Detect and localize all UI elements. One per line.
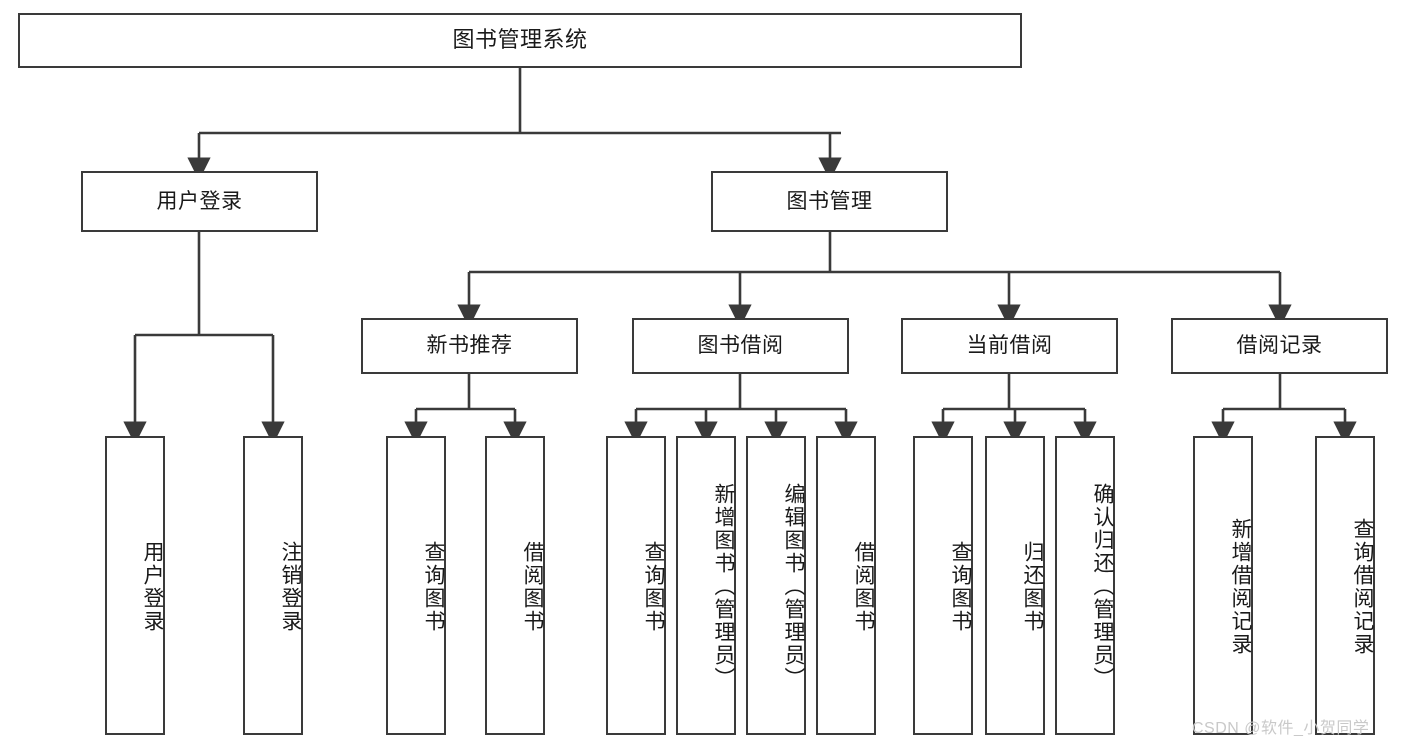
node-leaf-query-record[interactable]: 查询借阅记录 bbox=[1315, 436, 1375, 735]
node-leaf-query-book-3-label: 查询图书 bbox=[949, 540, 972, 633]
node-leaf-edit-book-label: 编辑图书（管理员） bbox=[782, 483, 805, 690]
node-leaf-return-book[interactable]: 归还图书 bbox=[985, 436, 1045, 735]
node-leaf-borrow-book-1[interactable]: 借阅图书 bbox=[485, 436, 545, 735]
node-leaf-edit-book[interactable]: 编辑图书（管理员） bbox=[746, 436, 806, 735]
csdn-watermark: CSDN @软件_小贺同学 bbox=[1192, 720, 1370, 737]
node-new-book-rec-label: 新书推荐 bbox=[426, 334, 513, 358]
node-leaf-query-book-2-label: 查询图书 bbox=[642, 540, 665, 633]
node-user-login[interactable]: 用户登录 bbox=[81, 171, 318, 232]
node-book-borrow[interactable]: 图书借阅 bbox=[632, 318, 849, 374]
node-leaf-query-record-label: 查询借阅记录 bbox=[1351, 517, 1374, 656]
node-leaf-borrow-book-1-label: 借阅图书 bbox=[521, 540, 544, 633]
node-leaf-user-login[interactable]: 用户登录 bbox=[105, 436, 165, 735]
node-user-login-label: 用户登录 bbox=[156, 189, 243, 213]
node-leaf-add-record-label: 新增借阅记录 bbox=[1229, 517, 1252, 656]
node-root-label: 图书管理系统 bbox=[452, 27, 588, 53]
node-new-book-rec[interactable]: 新书推荐 bbox=[361, 318, 578, 374]
node-book-borrow-label: 图书借阅 bbox=[697, 334, 784, 358]
node-leaf-add-book-label: 新增图书（管理员） bbox=[712, 483, 735, 690]
node-leaf-confirm-return[interactable]: 确认归还（管理员） bbox=[1055, 436, 1115, 735]
node-leaf-borrow-book-2-label: 借阅图书 bbox=[852, 540, 875, 633]
node-leaf-query-book-2[interactable]: 查询图书 bbox=[606, 436, 666, 735]
node-current-borrow[interactable]: 当前借阅 bbox=[901, 318, 1118, 374]
node-leaf-user-logout[interactable]: 注销登录 bbox=[243, 436, 303, 735]
node-leaf-query-book-1-label: 查询图书 bbox=[422, 540, 445, 633]
node-borrow-record[interactable]: 借阅记录 bbox=[1171, 318, 1388, 374]
node-leaf-query-book-1[interactable]: 查询图书 bbox=[386, 436, 446, 735]
node-leaf-query-book-3[interactable]: 查询图书 bbox=[913, 436, 973, 735]
node-leaf-add-book[interactable]: 新增图书（管理员） bbox=[676, 436, 736, 735]
node-borrow-record-label: 借阅记录 bbox=[1236, 334, 1323, 358]
node-book-manage[interactable]: 图书管理 bbox=[711, 171, 948, 232]
node-leaf-confirm-return-label: 确认归还（管理员） bbox=[1091, 483, 1114, 690]
node-leaf-user-login-label: 用户登录 bbox=[141, 540, 164, 633]
node-book-manage-label: 图书管理 bbox=[786, 189, 873, 213]
node-leaf-borrow-book-2[interactable]: 借阅图书 bbox=[816, 436, 876, 735]
node-root[interactable]: 图书管理系统 bbox=[18, 13, 1022, 68]
node-leaf-add-record[interactable]: 新增借阅记录 bbox=[1193, 436, 1253, 735]
node-current-borrow-label: 当前借阅 bbox=[966, 334, 1053, 358]
node-leaf-user-logout-label: 注销登录 bbox=[279, 540, 302, 633]
node-leaf-return-book-label: 归还图书 bbox=[1021, 540, 1044, 633]
